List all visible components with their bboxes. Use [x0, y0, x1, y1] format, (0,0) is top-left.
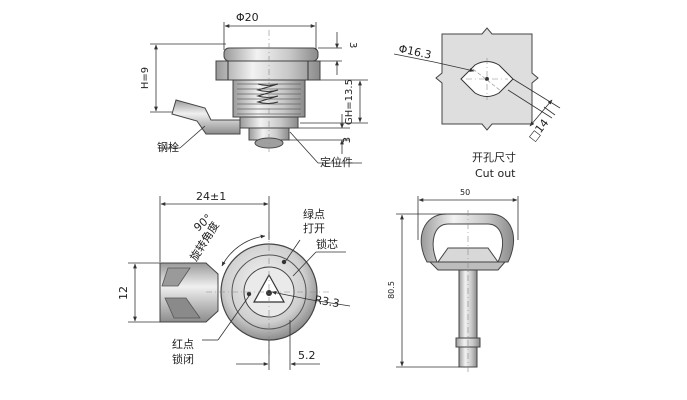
dim-gh-label: GH=13.5	[344, 79, 355, 125]
green-dot	[281, 259, 287, 265]
dim-bottom-label: 3	[342, 137, 353, 143]
dim-width-24: 24±1	[159, 190, 270, 262]
label-core: 锁芯	[316, 237, 338, 251]
lock-front-view	[159, 232, 330, 358]
label-red-line1: 红点	[172, 338, 194, 351]
dim-offset: 5.2	[236, 320, 320, 370]
red-dot	[246, 291, 252, 297]
leader-red-locked: 红点 锁闭	[172, 295, 250, 366]
label-steel-pin: 钢栓	[157, 140, 179, 154]
dim-radius-label: R3.3	[313, 293, 340, 310]
dim-diameter-label: Φ20	[236, 11, 259, 24]
dim-key-length-label: 80.5	[387, 281, 396, 299]
label-green-line2: 打开	[303, 221, 325, 235]
dim-offset-label: 5.2	[298, 349, 316, 362]
leader-positioning: 定位件	[289, 131, 362, 169]
cutout-title-cn: 开孔尺寸	[472, 150, 516, 164]
dim-bottom-3: 3	[289, 114, 353, 154]
label-green-line1: 绿点	[303, 207, 325, 221]
dim-key-width-label: 50	[460, 188, 470, 197]
cutout-title-en: Cut out	[475, 167, 516, 180]
cutout-diameter-label: Φ16.3	[397, 42, 432, 62]
dim-gh: GH=13.5	[300, 79, 368, 125]
cutout-diagram	[435, 27, 539, 131]
dim-key-length: 80.5	[387, 213, 459, 368]
dim-height-12: 12	[117, 262, 160, 323]
leader-core: 锁芯	[292, 237, 346, 277]
lock-side-view	[171, 30, 321, 152]
label-red-line2: 锁闭	[172, 352, 194, 366]
dim-key-width: 50	[417, 188, 519, 240]
dim-diameter-20: Φ20	[223, 11, 317, 50]
dim-h-label: H=9	[140, 67, 151, 89]
leader-green-open: 绿点 打开	[284, 207, 325, 263]
leader-steel-pin: 钢栓	[157, 125, 206, 154]
dim-h: H=9	[140, 43, 226, 113]
key-view	[420, 210, 515, 372]
dim-width-label: 24±1	[196, 190, 226, 203]
dim-radius: R3.3	[271, 290, 351, 310]
label-positioning: 定位件	[320, 155, 353, 169]
dim-height-label: 12	[117, 286, 130, 300]
dim-flange-label: 3	[347, 42, 358, 48]
dim-flange-3: 3	[318, 32, 358, 75]
